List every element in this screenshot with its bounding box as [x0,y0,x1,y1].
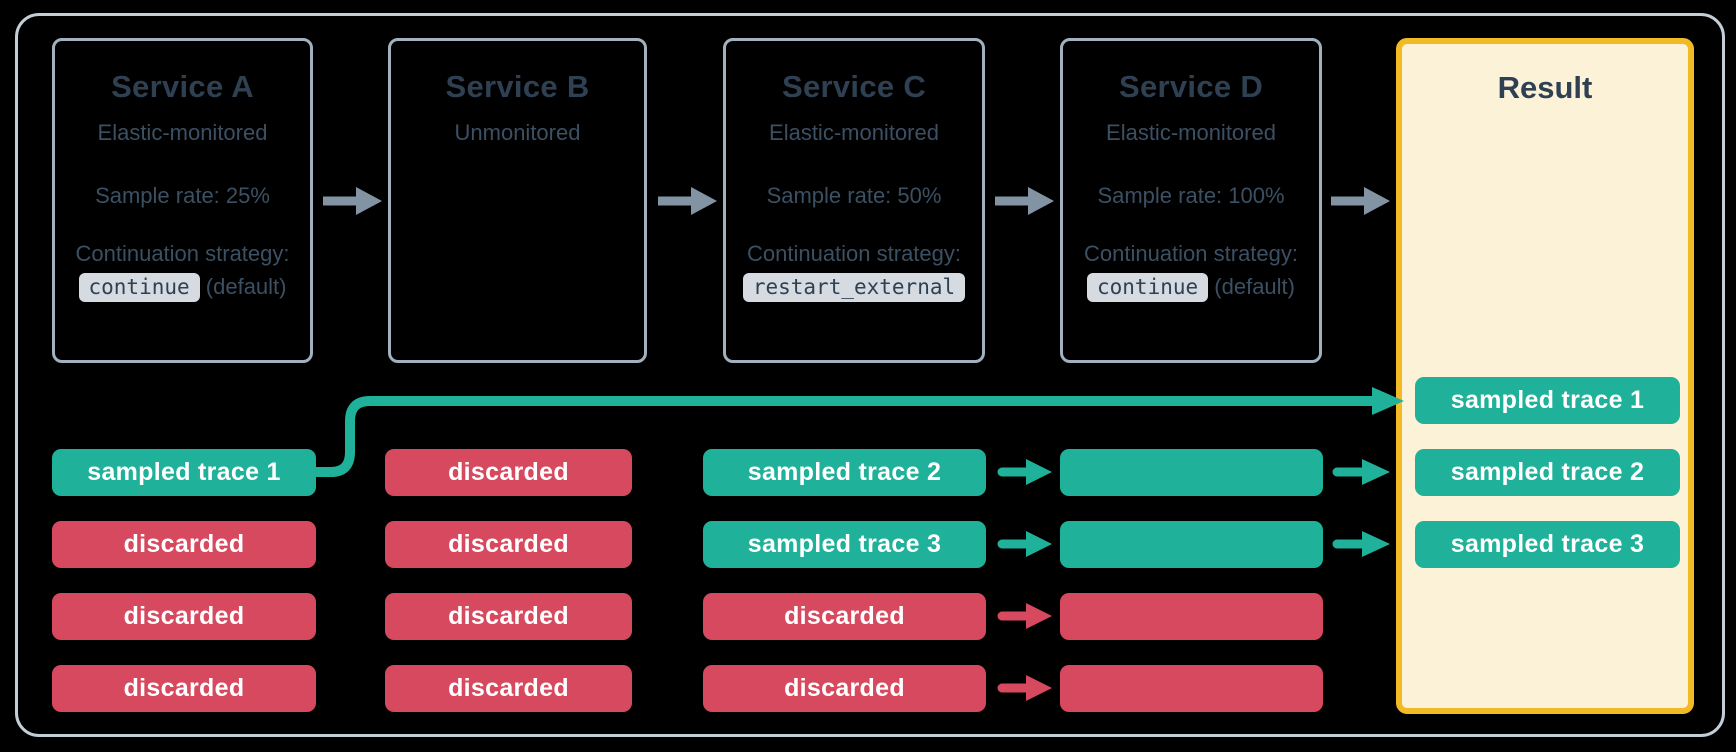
trace-chip-a-4: discarded [52,665,316,712]
continuation-code-suffix: (default) [1214,273,1295,299]
trace-chip-c-1: sampled trace 2 [703,449,986,496]
service-b-title: Service B [445,69,590,104]
service-a-title: Service A [111,69,254,104]
trace-chip-a-1: sampled trace 1 [52,449,316,496]
continuation-code-chip: continue [1087,272,1209,302]
result-chip-2: sampled trace 2 [1415,449,1680,496]
service-a-subtitle: Elastic-monitored [97,120,268,145]
service-c-title: Service C [781,69,927,104]
service-c-continuation: Continuation strategy: restart_external [726,240,982,302]
trace-chip-d-2 [1060,521,1323,568]
service-c-box: Service C Elastic-monitored Sample rate:… [723,38,985,363]
trace-chip-b-1: discarded [385,449,632,496]
continuation-label: Continuation strategy: [75,241,290,266]
trace-chip-b-4: discarded [385,665,632,712]
continuation-label: Continuation strategy: [1083,241,1299,266]
service-d-sample-rate: Sample rate: 100% [1097,183,1285,208]
result-chip-1: sampled trace 1 [1415,377,1680,424]
service-b-box: Service B Unmonitored [388,38,647,363]
trace-chip-d-1 [1060,449,1323,496]
continuation-code-suffix: (default) [205,273,287,299]
diagram-outer-frame [15,13,1725,737]
trace-chip-d-4 [1060,665,1323,712]
service-a-sample-rate: Sample rate: 25% [95,183,270,208]
service-a-box: Service A Elastic-monitored Sample rate:… [52,38,313,363]
service-d-subtitle: Elastic-monitored [1106,120,1276,145]
service-a-continuation: Continuation strategy: continue (default… [55,240,310,302]
trace-chip-c-4: discarded [703,665,986,712]
continuation-code-chip: restart_external [742,272,966,302]
result-title: Result [1497,70,1593,105]
service-d-continuation: Continuation strategy: continue (default… [1063,240,1319,302]
trace-chip-d-3 [1060,593,1323,640]
trace-chip-c-3: discarded [703,593,986,640]
trace-chip-a-2: discarded [52,521,316,568]
trace-chip-c-2: sampled trace 3 [703,521,986,568]
result-box: Result [1396,38,1694,714]
trace-chip-b-2: discarded [385,521,632,568]
service-c-sample-rate: Sample rate: 50% [766,183,942,208]
service-d-title: Service D [1118,69,1264,104]
trace-chip-a-3: discarded [52,593,316,640]
service-b-subtitle: Unmonitored [454,120,581,145]
service-c-subtitle: Elastic-monitored [769,120,939,145]
continuation-label: Continuation strategy: [746,241,962,266]
continuation-code-chip: continue [78,272,200,302]
trace-chip-b-3: discarded [385,593,632,640]
service-d-box: Service D Elastic-monitored Sample rate:… [1060,38,1322,363]
result-chip-3: sampled trace 3 [1415,521,1680,568]
